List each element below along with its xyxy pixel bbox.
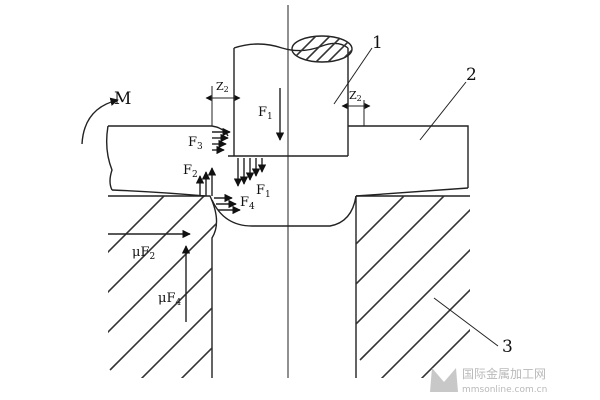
die	[108, 195, 470, 378]
force-f1-distributed	[233, 158, 267, 187]
force-f3-distributed	[212, 127, 231, 155]
force-f2-distributed	[195, 167, 217, 196]
callout-2-leader	[419, 81, 467, 141]
clearance-right-label: Z2	[349, 89, 362, 103]
clearance-left: Z2	[205, 80, 241, 126]
callout-3-label: 3	[502, 337, 513, 357]
force-f1-label: F1	[258, 105, 273, 122]
callout-1-label: 1	[372, 33, 383, 53]
watermark-url: mmsonline.com.cn	[462, 385, 547, 395]
friction-mu-f2-label: μF2	[132, 245, 155, 262]
force-f4-distributed	[214, 193, 241, 215]
die-right-hatching	[356, 196, 470, 378]
moment-label: M	[114, 89, 131, 109]
callout-2-label: 2	[466, 65, 477, 85]
force-f4-label: F4	[240, 195, 255, 212]
moment-arrow	[81, 97, 119, 145]
watermark-title: 国际金属加工网	[462, 366, 546, 381]
clearance-left-label: Z2	[216, 80, 229, 94]
clearance-right: Z2	[341, 89, 371, 126]
sheet	[105, 125, 469, 227]
punch	[233, 35, 353, 156]
watermark-logo-icon	[430, 368, 458, 392]
force-f3-label: F3	[188, 135, 203, 152]
callout-1-leader	[333, 47, 373, 105]
force-f1-low-label: F1	[256, 183, 271, 200]
friction-mu-f4-label: μF4	[158, 291, 181, 308]
force-f2-label: F2	[183, 163, 198, 180]
die-left-hatching	[108, 196, 217, 378]
watermark: 国际金属加工网 mmsonline.com.cn	[430, 366, 547, 395]
callout-3-leader	[433, 297, 499, 347]
